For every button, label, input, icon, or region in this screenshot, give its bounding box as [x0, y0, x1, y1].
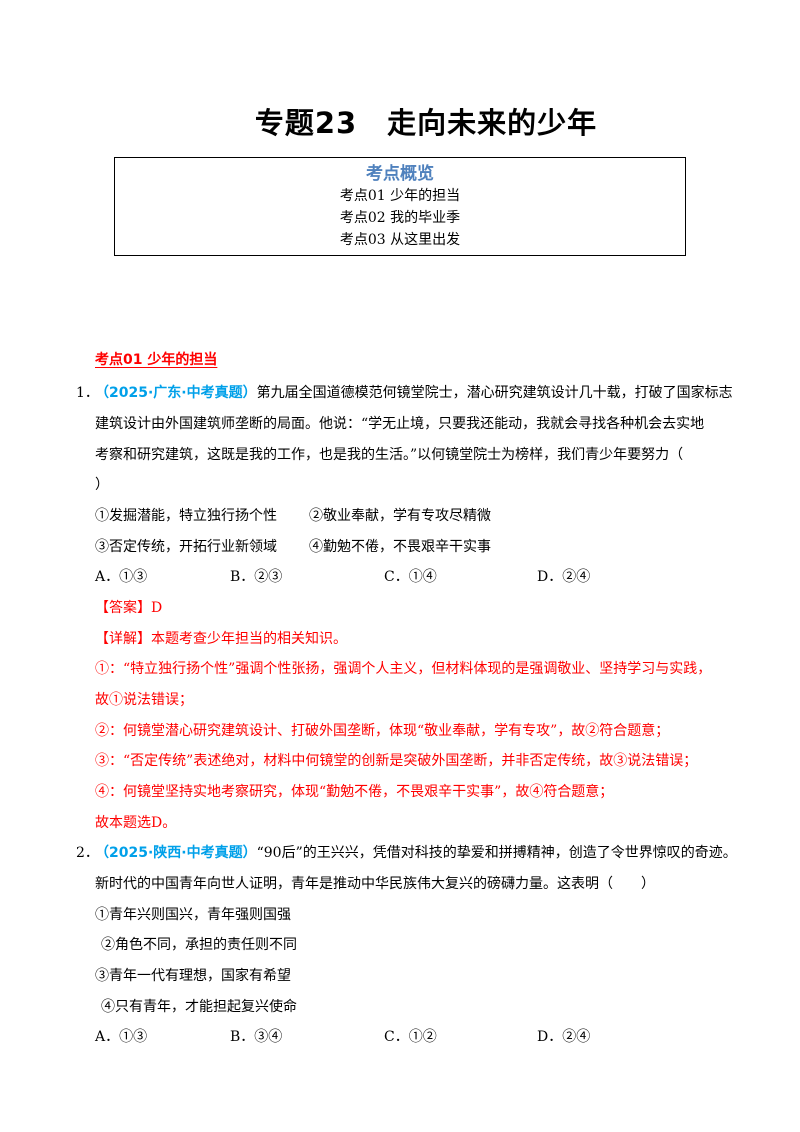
statement: ②角色不同，承担的责任则不同: [101, 937, 297, 953]
question-source: （2025·陕西·中考真题）: [95, 845, 257, 861]
option-d: D．②④: [537, 1029, 591, 1045]
overview-heading: 考点概览: [366, 164, 434, 184]
option-b: B．②③: [230, 569, 283, 585]
question-stem-line: 建筑设计由外国建筑师垄断的局面。他说：“学无止境，只要我还能动，我就会寻找各种机…: [95, 416, 705, 432]
statement: ④勤勉不倦，不畏艰辛干实事: [309, 539, 491, 555]
option-d: D．②④: [537, 569, 591, 585]
analysis-line: ②：何镜堂潜心研究建筑设计、打破外国垄断，体现“敬业奉献，学有专攻”，故②符合题…: [95, 723, 670, 739]
option-b: B．③④: [230, 1029, 283, 1045]
analysis-line: 故①说法错误；: [95, 692, 193, 708]
page-title: 专题23 走向未来的少年: [254, 106, 598, 140]
statement: ④只有青年，才能担起复兴使命: [101, 999, 297, 1015]
statement: ②敬业奉献，学有专攻尽精微: [309, 508, 491, 524]
question-stem-line: 新时代的中国青年向世人证明，青年是推动中华民族伟大复兴的磅礴力量。这表明（ ）: [95, 876, 655, 892]
question-stem-text: “90后”的王兴兴，凭借对科技的挚爱和拼搏精神，创造了令世界惊叹的奇迹。: [256, 845, 737, 861]
analysis-line: 【详解】本题考查少年担当的相关知识。: [95, 631, 347, 647]
option-a: A．①③: [95, 569, 148, 585]
option-c: C．①④: [384, 569, 437, 585]
analysis-line: ④：何镜堂坚持实地考察研究，体现“勤勉不倦，不畏艰辛干实事”，故④符合题意；: [95, 784, 614, 800]
question-stem-line: （2025·广东·中考真题）第九届全国道德模范何镜堂院士，潜心研究建筑设计几十载…: [95, 382, 733, 402]
overview-item-2: 考点02 我的毕业季: [339, 210, 461, 226]
question-source: （2025·广东·中考真题）: [95, 385, 257, 401]
analysis-line: ①：“特立独行扬个性”强调个性张扬，强调个人主义，但材料体现的是强调敬业、坚持学…: [95, 661, 712, 677]
analysis-line: 故本题选D。: [95, 815, 177, 831]
statement: ①青年兴则国兴，青年强则国强: [95, 907, 291, 923]
overview-item-1: 考点01 少年的担当: [339, 188, 461, 204]
question-number: 2．: [76, 845, 99, 861]
question-stem-line: （2025·陕西·中考真题）“90后”的王兴兴，凭借对科技的挚爱和拼搏精神，创造…: [95, 842, 737, 862]
analysis-line: ③：“否定传统”表述绝对，材料中何镜堂的创新是突破外国垄断，并非否定传统，故③说…: [95, 753, 698, 769]
option-a: A．①③: [95, 1029, 148, 1045]
overview-box: 考点概览 考点01 少年的担当 考点02 我的毕业季 考点03 从这里出发: [114, 157, 686, 256]
statement: ③青年一代有理想，国家有希望: [95, 968, 291, 984]
question-number: 1．: [76, 385, 99, 401]
question-stem-line: 考察和研究建筑，这既是我的工作，也是我的生活。”以何镜堂院士为榜样，我们青少年要…: [95, 447, 684, 463]
answer: 【答案】D: [95, 600, 163, 616]
overview-item-3: 考点03 从这里出发: [339, 232, 461, 248]
section-heading: 考点01 少年的担当: [95, 352, 218, 368]
statement: ③否定传统，开拓行业新领域: [95, 539, 277, 555]
question-stem-text: 第九届全国道德模范何镜堂院士，潜心研究建筑设计几十载，打破了国家标志: [256, 385, 733, 401]
question-stem-line: ）: [95, 477, 109, 493]
option-c: C．①②: [384, 1029, 437, 1045]
statement: ①发掘潜能，特立独行扬个性: [95, 508, 277, 524]
